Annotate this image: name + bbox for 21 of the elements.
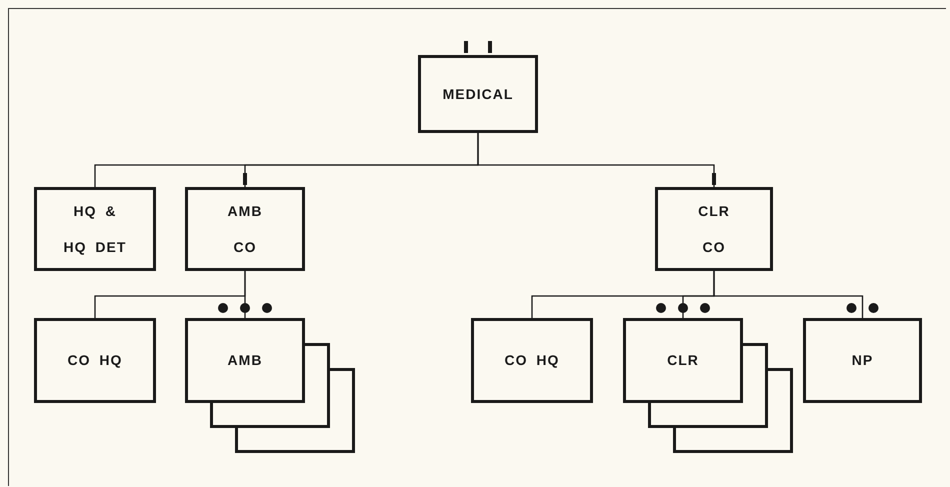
connector-line xyxy=(244,271,246,318)
unit-label: CLR CO xyxy=(697,202,731,257)
unit-box xyxy=(34,187,156,271)
connector-line xyxy=(713,271,864,318)
unit-box xyxy=(34,318,156,403)
unit-box xyxy=(185,187,305,271)
unit-box xyxy=(185,318,305,403)
unit-box xyxy=(418,55,538,133)
unit-label: CLR xyxy=(667,352,699,369)
unit-label: HQ & HQ DET xyxy=(62,202,128,257)
unit-box xyxy=(803,318,922,403)
unit-label: AMB xyxy=(228,352,262,369)
unit-label: AMB CO xyxy=(226,202,264,257)
unit-box xyxy=(655,187,773,271)
unit-label: NP xyxy=(852,352,874,369)
unit-label: CO HQ xyxy=(68,352,122,369)
unit-box xyxy=(471,318,593,403)
connector-line xyxy=(477,133,715,187)
unit-box xyxy=(623,318,743,403)
unit-label: MEDICAL xyxy=(442,86,514,102)
unit-label: CO HQ xyxy=(504,352,560,369)
